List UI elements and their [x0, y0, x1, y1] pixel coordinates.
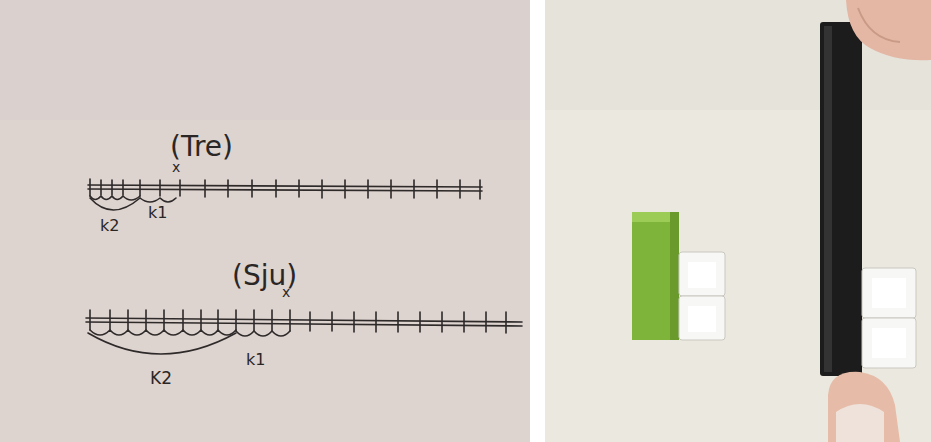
step-label: K2 — [150, 370, 172, 387]
step-label: k1 — [148, 205, 167, 221]
marked-point: x — [172, 160, 180, 174]
marked-point: x — [282, 285, 290, 299]
step-label: k2 — [100, 218, 119, 234]
number-line-title: (Tre) — [170, 133, 233, 161]
step-label: k1 — [246, 352, 265, 368]
